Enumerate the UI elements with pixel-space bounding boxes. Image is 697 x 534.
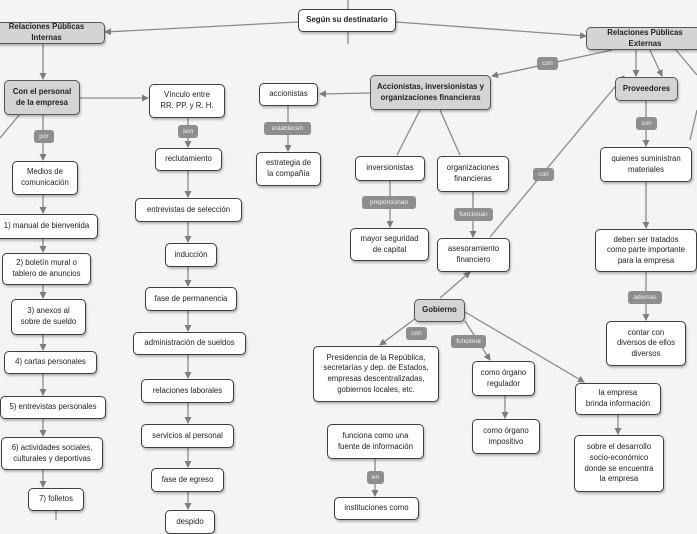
node-entrevistas-personales[interactable]: 5) entrevistas personales [0, 396, 106, 419]
link-label-establecen: establecen [264, 122, 311, 135]
node-medios-comunicacion[interactable]: Medios de comunicación [12, 161, 78, 195]
link-label-proporcionan: proporcionan [362, 196, 416, 209]
node-mayor-seguridad[interactable]: mayor seguridad de capital [350, 228, 429, 261]
node-boletin-mural[interactable]: 2) boletín mural o tablero de anuncios [2, 253, 91, 285]
link-label-con-gobierno: con [406, 327, 427, 340]
node-anexos-sueldo[interactable]: 3) anexos al sobre de sueldo [11, 299, 86, 335]
node-vinculo[interactable]: Vínculo entre RR. PP. y R. H. [149, 84, 225, 118]
node-brinda-informacion[interactable]: la empresa brinda información [575, 383, 661, 415]
link-label-funciona: funciona [451, 335, 486, 348]
node-entrevistas-seleccion[interactable]: entrevistas de selección [135, 198, 242, 222]
connector-layer [0, 0, 697, 520]
node-organo-impositivo[interactable]: como órgano impositivo [472, 419, 540, 454]
node-fase-egreso[interactable]: fase de egreso [151, 468, 224, 492]
node-administracion-sueldos[interactable]: administración de sueldos [133, 332, 246, 355]
node-inversionistas[interactable]: inversionistas [355, 156, 425, 181]
node-manual-bienvenida[interactable]: 1) manual de bienvenida [0, 214, 98, 239]
link-label-en: en [367, 471, 384, 484]
node-despido[interactable]: despido [165, 510, 215, 534]
link-label-por: por [34, 130, 54, 143]
link-label-ademas: ademas [628, 291, 662, 304]
node-folletos[interactable]: 7) folletos [28, 488, 84, 511]
node-organo-regulador[interactable]: como órgano regulador [472, 361, 535, 396]
node-relaciones-laborales[interactable]: relaciones laborales [141, 379, 234, 403]
node-desarrollo-socioeconomico[interactable]: sobre el desarrollo socio-económico dond… [574, 435, 664, 492]
node-rp-internas[interactable]: Relaciones Públicas Internas [0, 22, 105, 44]
node-accionistas-inversionistas[interactable]: Accionistas, inversionistas y organizaci… [370, 75, 491, 110]
node-organizaciones-financieras[interactable]: organizaciones financieras [437, 156, 509, 192]
node-servicios-personal[interactable]: servicios al personal [141, 424, 234, 448]
link-label-con-asesoramiento: con [533, 168, 554, 181]
node-deben-ser-tratados[interactable]: deben ser tratados como parte importante… [595, 229, 697, 272]
node-proveedores[interactable]: Proveedores [615, 77, 678, 101]
node-rp-externas[interactable]: Relaciones Públicas Externas [586, 27, 697, 50]
node-asesoramiento-financiero[interactable]: asesoramiento financiero [437, 238, 510, 272]
node-induccion[interactable]: inducción [165, 243, 217, 267]
link-label-con-accionistas: con [537, 57, 558, 70]
node-instituciones-como[interactable]: instituciones como [334, 497, 419, 520]
node-fuente-informacion[interactable]: funciona como una fuente de información [327, 424, 424, 459]
node-accionistas[interactable]: accionistas [259, 83, 318, 106]
link-label-son: son [178, 125, 198, 138]
link-label-funcionan: funcionan [454, 208, 493, 221]
root-node-segun-su-destinatario[interactable]: Según su destinatario [298, 9, 396, 32]
node-contar-con[interactable]: contar con diversos de ellos diversos [606, 321, 686, 366]
node-presidencia[interactable]: Presidencia de la República, secretarías… [313, 346, 439, 402]
link-label-son-proveedores: son [636, 117, 657, 130]
node-reclutamiento[interactable]: reclutamiento [155, 148, 222, 171]
node-gobierno[interactable]: Gobierno [414, 299, 465, 322]
node-actividades-sociales[interactable]: 6) actividades sociales, culturales y de… [1, 437, 103, 470]
node-cartas-personales[interactable]: 4) cartas personales [4, 351, 97, 374]
node-fase-permanencia[interactable]: fase de permanencia [145, 287, 237, 311]
node-quienes-suministran[interactable]: quienes suministran materiales [600, 147, 692, 182]
node-con-el-personal[interactable]: Con el personal de la empresa [4, 80, 80, 115]
node-estrategia-compania[interactable]: estrategia de la compañía [256, 152, 321, 186]
